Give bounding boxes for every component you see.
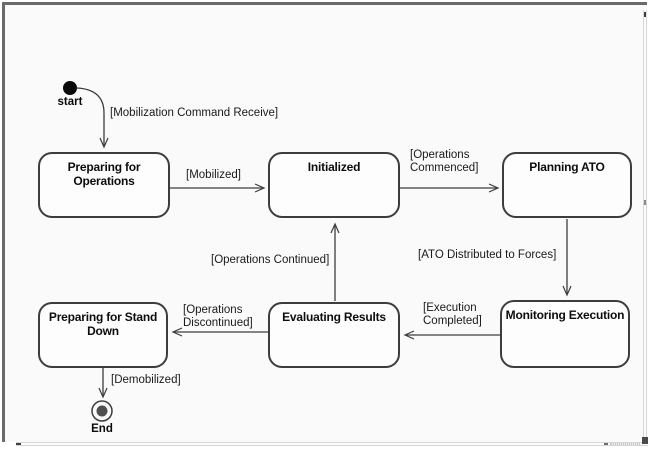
- transition-mobilization-command-receive-line[interactable]: [76, 87, 109, 149]
- transition-label-demobilized[interactable]: [Demobilized]: [111, 374, 181, 386]
- vertical-scrollbar-mark: [644, 200, 646, 205]
- transition-label-mobilized[interactable]: [Mobilized]: [186, 169, 241, 181]
- transition-label-operations-discontinued[interactable]: [Operations Discontinued]: [183, 304, 253, 329]
- initial-state-label: start: [57, 96, 83, 108]
- state-evaluating-results[interactable]: Evaluating Results: [268, 302, 400, 368]
- transition-label-mobilization-command-receive[interactable]: [Mobilization Command Receive]: [110, 107, 279, 119]
- horizontal-scrollbar-thumb[interactable]: [16, 443, 21, 445]
- horizontal-scrollbar[interactable]: [16, 442, 648, 446]
- horizontal-scrollbar-segment: [610, 443, 640, 445]
- transition-label-operations-continued[interactable]: [Operations Continued]: [211, 254, 330, 266]
- final-state-label: End: [91, 423, 113, 435]
- state-preparing-for-operations[interactable]: Preparing for Operations: [38, 152, 170, 218]
- diagram-frame: [2, 2, 647, 442]
- state-initialized[interactable]: Initialized: [268, 152, 400, 218]
- vertical-scrollbar-thumb[interactable]: [644, 12, 646, 17]
- state-planning-ato[interactable]: Planning ATO: [502, 152, 632, 218]
- state-preparing-for-stand-down[interactable]: Preparing for Stand Down: [38, 302, 168, 368]
- final-state-inner-dot: [96, 405, 108, 417]
- state-monitoring-execution[interactable]: Monitoring Execution: [500, 300, 630, 368]
- initial-state-dot[interactable]: [63, 81, 77, 95]
- transition-label-ato-distributed-to-forces[interactable]: [ATO Distributed to Forces]: [418, 249, 557, 261]
- horizontal-scrollbar-mark: [604, 443, 608, 445]
- transition-label-execution-completed[interactable]: [Execution Completed]: [423, 302, 482, 327]
- transition-label-operations-commenced[interactable]: [Operations Commenced]: [410, 149, 479, 174]
- vertical-scrollbar[interactable]: [643, 10, 647, 440]
- scrollbar-corner-grip[interactable]: [642, 437, 648, 444]
